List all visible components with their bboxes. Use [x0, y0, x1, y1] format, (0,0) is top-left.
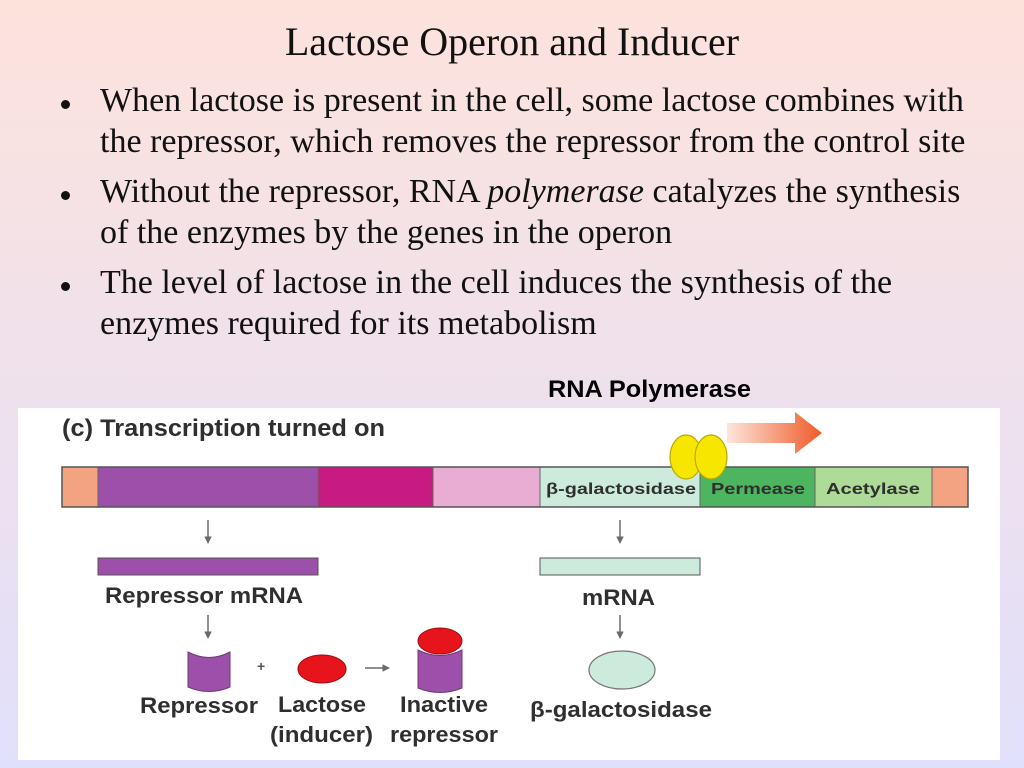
laca-gene-segment — [814, 466, 933, 508]
inactive-repressor-body — [417, 649, 463, 693]
repressor-mrna-label: Repressor mRNA — [105, 583, 303, 608]
dna-outline — [61, 466, 969, 508]
lactose-label: Lactose — [278, 692, 366, 717]
bullet-marker — [61, 100, 70, 109]
bullet-item: When lactose is present in the cell, som… — [0, 80, 1024, 162]
transcription-direction-arrow — [727, 412, 822, 454]
beta-galactosidase-enzyme — [588, 650, 656, 690]
bullet-list: When lactose is present in the cell, som… — [0, 80, 1024, 353]
regulatory-gene-segment — [97, 466, 319, 508]
inactive-label: Inactive — [400, 692, 488, 717]
repressor-protein — [187, 651, 231, 692]
bullet-line: Without the repressor, RNA polymerase ca… — [100, 171, 1024, 212]
bullet-line: The level of lactose in the cell induces… — [100, 264, 893, 301]
lacy-gene-label: Permease — [711, 481, 805, 498]
operator-segment — [432, 466, 541, 508]
inactive-repressor-label: repressor — [390, 722, 498, 747]
slide-title: Lactose Operon and Inducer — [284, 19, 740, 64]
laca-gene-label: Acetylase — [826, 481, 920, 498]
bullet-line: enzymes required for its metabolism — [100, 305, 597, 342]
repressor-label: Repressor — [140, 693, 258, 718]
bullet-marker — [61, 191, 70, 200]
mrna-label: mRNA — [582, 585, 655, 610]
inactive-repressor-lactose-cap — [417, 627, 463, 655]
bullet-line: of the enzymes by the genes in the opero… — [100, 214, 673, 251]
rna-polymerase-lobe — [694, 434, 728, 480]
dna-strand — [61, 466, 969, 508]
bullet-text: catalyzes the synthesis — [644, 173, 961, 210]
bullet-italic-term: polymerase — [487, 173, 645, 210]
bullet-line: When lactose is present in the cell, som… — [100, 82, 964, 119]
inducer-label: (inducer) — [270, 722, 373, 747]
dna-end-segment — [61, 466, 99, 508]
dna-end-segment — [931, 466, 969, 508]
bullet-marker — [61, 282, 70, 291]
bullet-line: the repressor, which removes the repress… — [100, 123, 966, 160]
lacz-gene-label: β-galactosidase — [546, 481, 696, 498]
repressor-mrna-bar — [97, 557, 319, 576]
panel-title: (c) Transcription turned on — [62, 415, 385, 442]
mrna-bar — [539, 557, 701, 576]
beta-galactosidase-label: β-galactosidase — [530, 697, 712, 722]
rna-polymerase-label: RNA Polymerase — [548, 376, 751, 403]
lactose-molecule — [297, 654, 347, 684]
bullet-item: Without the repressor, RNA polymerase ca… — [0, 171, 1024, 253]
lacz-gene-segment — [539, 466, 701, 508]
bullet-item: The level of lactose in the cell induces… — [0, 262, 1024, 344]
promoter-segment — [317, 466, 434, 508]
bullet-text: Without the repressor, RNA — [100, 173, 488, 210]
plus-sign: + — [257, 658, 265, 674]
